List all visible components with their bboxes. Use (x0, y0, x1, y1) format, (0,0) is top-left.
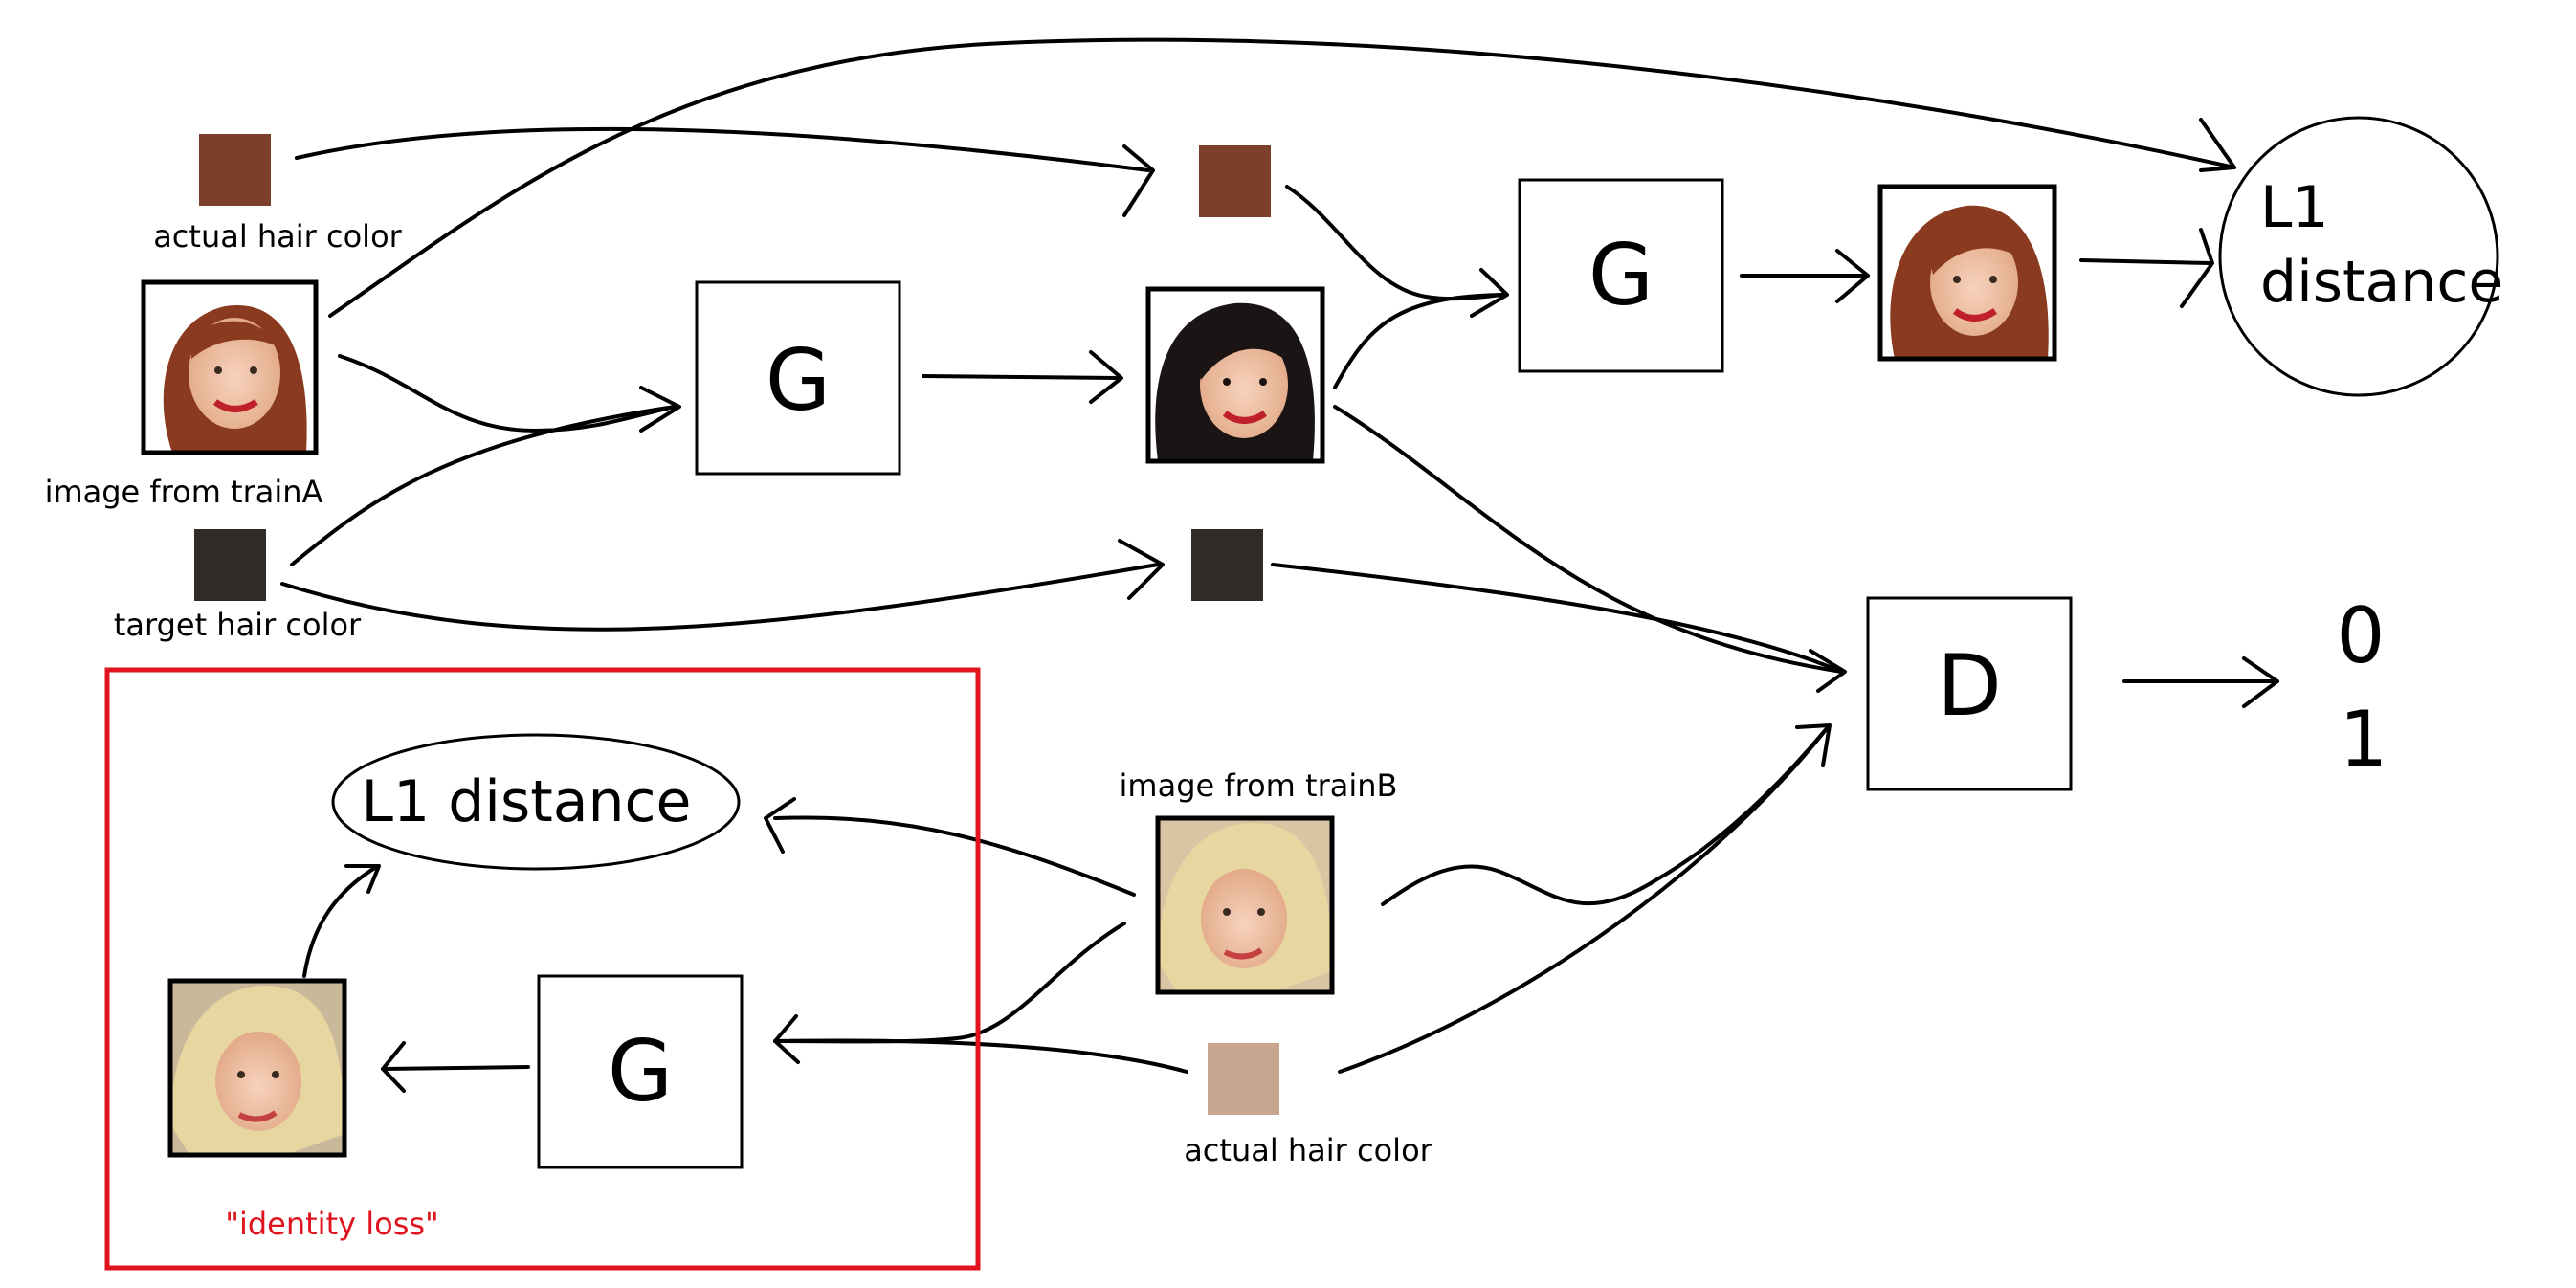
identity-loss-box (104, 667, 981, 1271)
discriminator-label: D (1937, 636, 2002, 735)
generator-box-2: G (1518, 178, 1724, 373)
discriminator-box: D (1866, 596, 2073, 791)
arrowhead-identity (381, 1041, 406, 1093)
swatch-actual-hair-a (199, 134, 271, 206)
arrowhead-l1-mid (2180, 228, 2214, 308)
l1-circle-line2: distance (2260, 249, 2503, 316)
edge-recon-to-l1 (2079, 258, 2212, 265)
arrowhead-fake (1089, 350, 1123, 404)
arrowhead-g2 (1470, 268, 1509, 318)
edge-black-to-d (1271, 563, 1844, 674)
edge-imageB-to-l1-ellipse (773, 815, 1136, 897)
edge-imageB-to-g3 (773, 922, 1126, 1044)
l1-ellipse-text: L1 distance (362, 768, 692, 835)
swatch-target-hair-middle (1191, 529, 1263, 601)
output-one: 1 (2340, 695, 2388, 784)
arrowhead-l1-top (2199, 118, 2236, 172)
connections (280, 37, 2275, 1074)
generator-box-1: G (695, 280, 901, 476)
swatch-actual-hair-b (1208, 1043, 1279, 1115)
label-image-from-trainB: image from trainB (1120, 767, 1398, 804)
edge-fake-to-g2 (1333, 293, 1504, 389)
photo-trainB (1155, 815, 1335, 995)
edge-imageA-to-g1 (338, 354, 677, 433)
swatch-target-hair (194, 529, 266, 601)
l1-distance-circle: L1 distance (2218, 116, 2503, 397)
photo-reconstructed (1877, 184, 2057, 362)
arrowhead-output (2242, 656, 2279, 708)
edge-imageA-to-l1 (328, 37, 2236, 318)
arrowhead-recon (1835, 249, 1870, 303)
arrowhead-brown (1122, 144, 1155, 217)
swatch-actual-hair-middle (1199, 145, 1271, 217)
arrowheads (344, 118, 2279, 1093)
l1-circle-line1: L1 (2260, 174, 2329, 241)
edge-g1-to-fake (922, 374, 1121, 380)
edge-target-to-black (280, 563, 1160, 632)
label-image-from-trainA: image from trainA (45, 474, 323, 510)
output-zero: 0 (2337, 591, 2386, 680)
arrowhead-black (1118, 539, 1165, 600)
edge-imageB-to-d (1381, 725, 1830, 906)
label-actual-hair-color-b: actual hair color (1184, 1132, 1432, 1168)
label-target-hair-color: target hair color (114, 607, 362, 643)
arrowhead-ellipse-up (344, 864, 381, 894)
photo-generated-black-hair (1145, 286, 1325, 464)
edge-actual-color-to-brown (295, 126, 1150, 172)
l1-distance-ellipse: L1 distance (331, 733, 741, 871)
arrowhead-g1 (639, 386, 681, 433)
edge-identity-to-l1-ellipse (302, 864, 380, 978)
generator-label: G (608, 1022, 673, 1121)
edge-blonde-to-g3 (773, 1038, 1188, 1074)
edge-brown-to-g2 (1285, 185, 1504, 301)
edge-target-to-g1 (290, 405, 677, 566)
arrowhead-d-upper (1809, 649, 1847, 693)
edge-fake-to-d (1333, 405, 1844, 674)
edge-g3-to-identity (381, 1065, 530, 1071)
arrowhead-d-lower (1795, 723, 1832, 767)
label-actual-hair-color-a: actual hair color (153, 218, 402, 255)
photo-identity-output (167, 978, 347, 1158)
generator-label: G (766, 331, 831, 430)
photo-trainA (141, 279, 319, 455)
edge-blonde-to-d (1338, 725, 1830, 1074)
generator-box-3: G (537, 974, 744, 1169)
arrowhead-l1-ellipse (764, 797, 796, 854)
arrowhead-g3 (773, 1014, 800, 1064)
generator-label: G (1588, 226, 1654, 324)
label-identity-loss: "identity loss" (225, 1206, 439, 1242)
